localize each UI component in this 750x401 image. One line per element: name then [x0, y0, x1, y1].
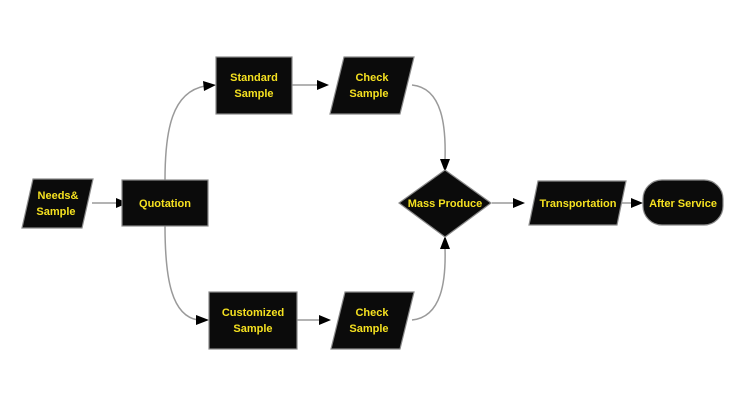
- node-shape-parallelogram: [329, 56, 415, 115]
- edge-line: [164, 85, 206, 181]
- node-shape-parallelogram: [330, 291, 415, 350]
- edge-check-bottom-to-mass[interactable]: [411, 236, 450, 321]
- arrowhead-icon: [440, 236, 450, 249]
- node-shape-diamond: [397, 169, 493, 238]
- edge-line: [411, 247, 446, 321]
- node-needs-sample[interactable]: Needs& Sample: [21, 178, 94, 229]
- edge-line: [411, 84, 446, 161]
- arrowhead-icon: [440, 159, 450, 172]
- arrowhead-icon: [319, 315, 331, 325]
- node-shape-rectangle: [208, 291, 298, 350]
- node-shape-rectangle: [215, 56, 293, 115]
- edge-mass-to-transportation[interactable]: [492, 198, 525, 208]
- node-shape-parallelogram: [21, 178, 94, 229]
- edges-layer: [92, 80, 643, 325]
- node-shape-rectangle: [121, 179, 209, 227]
- node-after-service[interactable]: After Service: [642, 179, 724, 226]
- node-check-sample-top[interactable]: Check Sample: [329, 56, 415, 115]
- node-shape-parallelogram: [528, 180, 627, 226]
- edge-quotation-to-customized[interactable]: [164, 225, 209, 325]
- edge-check-top-to-mass[interactable]: [411, 84, 450, 172]
- nodes-layer: Needs& Sample Quotation Standard Sample …: [21, 56, 724, 350]
- edge-standard-to-check-top[interactable]: [292, 80, 329, 90]
- edge-customized-to-check-bottom[interactable]: [297, 315, 331, 325]
- node-quotation[interactable]: Quotation: [121, 179, 209, 227]
- node-mass-produce[interactable]: Mass Produce: [397, 169, 493, 238]
- arrowhead-icon: [317, 80, 329, 90]
- node-transportation[interactable]: Transportation: [528, 180, 627, 226]
- arrowhead-icon: [196, 315, 209, 325]
- edge-line: [164, 225, 199, 321]
- node-shape-rounded-rectangle: [642, 179, 724, 226]
- arrowhead-icon: [203, 81, 216, 91]
- node-check-sample-bottom[interactable]: Check Sample: [330, 291, 415, 350]
- arrowhead-icon: [513, 198, 525, 208]
- node-standard-sample[interactable]: Standard Sample: [215, 56, 293, 115]
- edge-quotation-to-standard[interactable]: [164, 81, 216, 181]
- arrowhead-icon: [631, 198, 643, 208]
- node-customized-sample[interactable]: Customized Sample: [208, 291, 298, 350]
